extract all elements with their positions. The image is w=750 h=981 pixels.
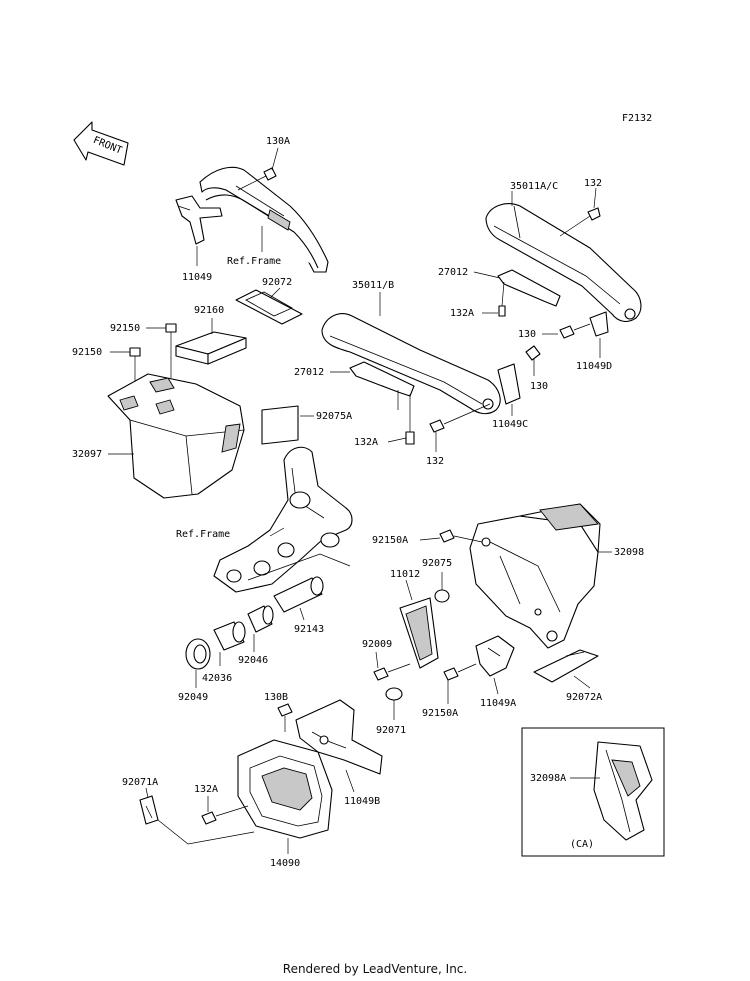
label-92075: 92075 bbox=[422, 558, 452, 569]
label-92143: 92143 bbox=[294, 624, 324, 635]
label-11049D: 11049D bbox=[576, 361, 612, 372]
label-ref-frame-1: Ref.Frame bbox=[227, 256, 281, 267]
label-92072: 92072 bbox=[262, 277, 292, 288]
grommet-92071A bbox=[139, 795, 159, 825]
damper-92075 bbox=[434, 572, 450, 603]
front-arrow-icon: FRONT bbox=[73, 121, 129, 166]
label-92072A: 92072A bbox=[566, 692, 602, 703]
label-32098: 32098 bbox=[614, 547, 644, 558]
label-92071A: 92071A bbox=[122, 777, 158, 788]
inner-cover-32098 bbox=[469, 503, 601, 649]
bolt-92150A-lower bbox=[443, 663, 477, 704]
bolt-132A-lower bbox=[201, 796, 249, 825]
label-92049: 92049 bbox=[178, 692, 208, 703]
sleeve-92143 bbox=[273, 576, 324, 613]
label-27012-center: 27012 bbox=[294, 367, 324, 378]
bracket-11049D bbox=[589, 311, 609, 337]
bolt-132-center bbox=[429, 403, 491, 452]
label-92046: 92046 bbox=[238, 655, 268, 666]
label-132A-top: 132A bbox=[450, 308, 474, 319]
label-92075A: 92075A bbox=[316, 411, 352, 422]
label-130-center: 130 bbox=[530, 381, 548, 392]
label-132-top: 132 bbox=[584, 178, 602, 189]
bolt-92150A-upper bbox=[439, 529, 483, 543]
plate-27012-top bbox=[497, 269, 561, 317]
label-92150A-lower: 92150A bbox=[422, 708, 458, 719]
label-32098A: 32098A bbox=[530, 773, 566, 784]
footer-credit: Rendered by LeadVenture, Inc. bbox=[282, 962, 468, 976]
bracket-11049A bbox=[475, 635, 515, 677]
label-35011AC: 35011A/C bbox=[510, 181, 558, 192]
bracket-11049B bbox=[295, 699, 383, 775]
leader-92071A bbox=[157, 819, 255, 845]
bolt-92150-lower bbox=[129, 347, 141, 384]
label-130B: 130B bbox=[264, 692, 288, 703]
bolt-130-right bbox=[559, 323, 591, 339]
label-42036: 42036 bbox=[202, 673, 232, 684]
label-130-right: 130 bbox=[518, 329, 536, 340]
label-32097: 32097 bbox=[72, 449, 102, 460]
lid-11012 bbox=[399, 597, 439, 669]
label-92150-lower: 92150 bbox=[72, 347, 102, 358]
bolt-92150-upper bbox=[165, 323, 177, 378]
figure-code: F2132 bbox=[622, 113, 652, 124]
pad-92160 bbox=[175, 331, 247, 365]
bolt-130A bbox=[237, 167, 277, 191]
label-132A-lower: 132A bbox=[194, 784, 218, 795]
label-92150-upper: 92150 bbox=[110, 323, 140, 334]
bolt-132-top bbox=[559, 207, 601, 237]
label-ref-frame-2: Ref.Frame bbox=[176, 529, 230, 540]
inset-ca-box bbox=[521, 727, 665, 857]
grommet-92071 bbox=[385, 687, 403, 720]
tool-box-14090 bbox=[237, 739, 333, 839]
chain-cover-35011AC bbox=[485, 203, 642, 323]
seal-92049 bbox=[185, 638, 211, 670]
label-ca: (CA) bbox=[570, 839, 594, 850]
label-132A-center: 132A bbox=[354, 437, 378, 448]
label-11049B: 11049B bbox=[344, 796, 380, 807]
frame-pivot-section bbox=[213, 446, 353, 593]
label-92160: 92160 bbox=[194, 305, 224, 316]
label-130A: 130A bbox=[266, 136, 290, 147]
label-92150A-upper: 92150A bbox=[372, 535, 408, 546]
label-11049A: 11049A bbox=[480, 698, 516, 709]
label-27012-top: 27012 bbox=[438, 267, 468, 278]
battery-case-32097 bbox=[107, 373, 245, 499]
label-35011B: 35011/B bbox=[352, 280, 394, 291]
label-11012: 11012 bbox=[390, 569, 420, 580]
plate-27012-center bbox=[349, 361, 415, 445]
pad-92075A bbox=[261, 405, 299, 445]
chain-cover-35011B bbox=[321, 313, 501, 415]
band-92072A bbox=[533, 649, 599, 683]
label-92071: 92071 bbox=[376, 725, 406, 736]
label-92009: 92009 bbox=[362, 639, 392, 650]
label-14090: 14090 bbox=[270, 858, 300, 869]
label-11049C: 11049C bbox=[492, 419, 528, 430]
band-92072 bbox=[235, 289, 303, 325]
bolt-92009 bbox=[373, 663, 411, 681]
label-11049: 11049 bbox=[182, 272, 212, 283]
bracket-11049 bbox=[175, 195, 223, 245]
bracket-11049C bbox=[497, 345, 541, 405]
bushing-42036 bbox=[213, 621, 246, 651]
bolt-130B bbox=[277, 703, 293, 732]
bearing-92046 bbox=[247, 605, 274, 633]
label-132-center: 132 bbox=[426, 456, 444, 467]
